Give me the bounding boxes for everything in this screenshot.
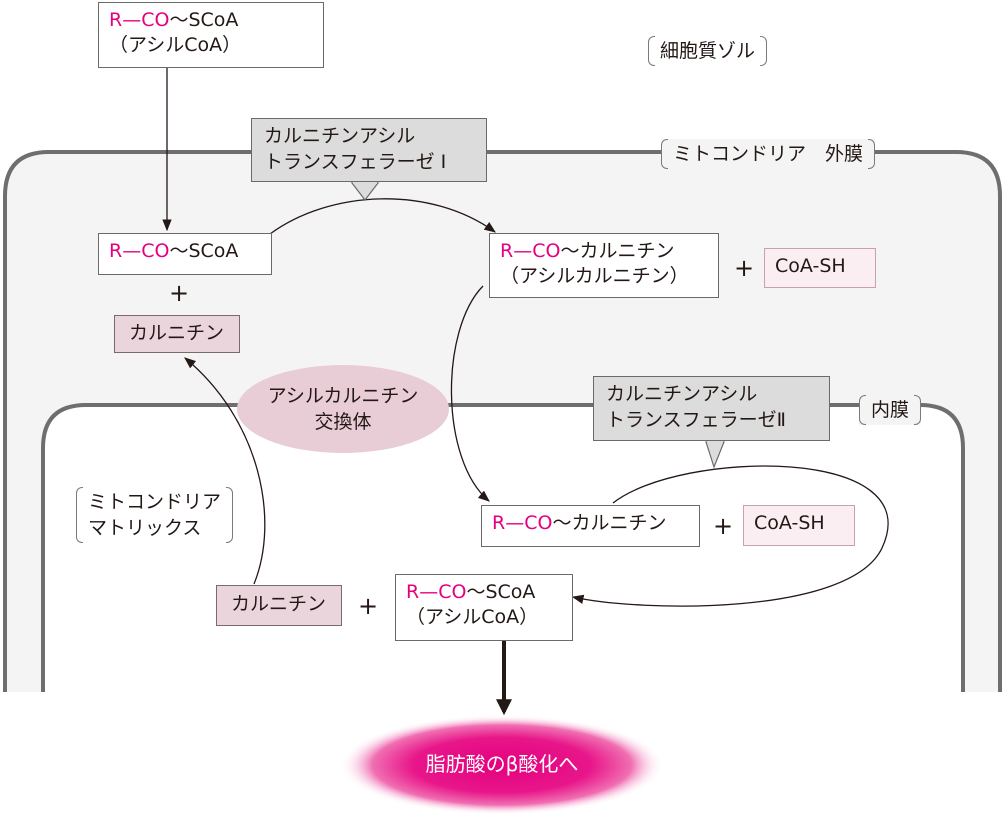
acyl-co: CO (141, 240, 170, 262)
scoa-text: 〜SCoA (466, 581, 536, 603)
exchanger-line2: 交換体 (314, 411, 372, 433)
cpt2-pointer-joint (707, 439, 723, 443)
acyl-coa-name: （アシルCoA） (109, 34, 242, 56)
matrix-acyl-coa-box: R—CO〜SCoA （アシルCoA） (395, 574, 573, 641)
acyl-r: R (109, 9, 123, 31)
cpt1-enzyme-box: カルニチンアシル トランスフェラーゼ Ⅰ (251, 118, 487, 182)
carnitine-tail-text: 〜カルニチン (552, 512, 667, 534)
cytosol-acyl-coa-box: R—CO〜SCoA （アシルCoA） (98, 2, 324, 68)
cpt1-line2: トランスフェラーゼ Ⅰ (264, 151, 447, 173)
matrix-acylcarnitine-box: R—CO〜カルニチン (481, 505, 700, 547)
acyl-dash: — (122, 9, 142, 31)
plus-sign: + (734, 254, 755, 282)
acylcarnitine-name: （アシルカルニチン） (500, 265, 689, 287)
acylcarnitine-box: R—CO〜カルニチン （アシルカルニチン） (489, 233, 719, 298)
beta-oxidation-glow (340, 715, 664, 815)
cpt1-line1: カルニチンアシル (264, 125, 416, 147)
scoa-text: 〜SCoA (169, 240, 239, 262)
matrix-coash-box: CoA-SH (743, 505, 855, 546)
acyl-dash: — (419, 581, 439, 603)
inner-membrane-label: 内膜 (859, 395, 922, 425)
acyl-r: R (500, 240, 514, 262)
cpt2-line1: カルニチンアシル (606, 383, 758, 405)
acyl-r: R (492, 512, 506, 534)
acyl-co: CO (532, 240, 561, 262)
plus-sign: + (358, 592, 379, 620)
carnitine-tail-text: 〜カルニチン (560, 240, 675, 262)
outer-acyl-coa-box: R—CO〜SCoA (98, 233, 272, 275)
matrix-line1: ミトコンドリア (88, 491, 222, 513)
arrow-cpt2-reaction (571, 465, 889, 607)
arrow-carnitine-return (184, 357, 266, 585)
acyl-dash: — (505, 512, 525, 534)
matrix-label: ミトコンドリア マトリックス (76, 487, 234, 543)
inner-membrane-line (41, 403, 965, 692)
scoa-text: 〜SCoA (169, 9, 239, 31)
acylcarnitine-formula: R—CO〜カルニチン (500, 239, 708, 264)
acyl-dash: — (122, 240, 142, 262)
acyl-coa-name: （アシルCoA） (406, 606, 539, 628)
cpt2-enzyme-box: カルニチンアシル トランスフェラーゼⅡ (593, 376, 830, 441)
acyl-co: CO (141, 9, 170, 31)
acyl-dash: — (513, 240, 533, 262)
outer-carnitine-box: カルニチン (114, 315, 240, 353)
outer-membrane-label: ミトコンドリア 外膜 (661, 139, 876, 169)
acylcarnitine-exchanger (237, 365, 449, 453)
acyl-r: R (406, 581, 420, 603)
acyl-r: R (109, 240, 123, 262)
cpt1-pointer-joint (353, 180, 377, 184)
beta-oxidation-label: 脂肪酸のβ酸化へ (425, 752, 579, 776)
exchanger-label: アシルカルニチン 交換体 (243, 383, 443, 435)
acyl-co: CO (524, 512, 553, 534)
plus-sign: + (713, 512, 734, 540)
exchanger-line1: アシルカルニチン (267, 385, 419, 407)
matrix-carnitine-box: カルニチン (216, 585, 342, 626)
matrix-acyl-coa-formula: R—CO〜SCoA (406, 580, 562, 605)
outer-membrane-line (3, 150, 1002, 692)
acyl-co: CO (438, 581, 467, 603)
cytosol-acyl-coa-formula: R—CO〜SCoA (109, 8, 313, 33)
plus-sign: + (169, 279, 190, 307)
arrow-cpt1-reaction (269, 198, 496, 235)
matrix-line2: マトリックス (88, 517, 202, 539)
cytosol-label: 細胞質ゾル (648, 36, 768, 66)
cpt2-line2: トランスフェラーゼⅡ (606, 409, 786, 431)
arrow-acylcarnitine-transport (450, 285, 490, 502)
outer-coash-box: CoA-SH (764, 248, 876, 288)
